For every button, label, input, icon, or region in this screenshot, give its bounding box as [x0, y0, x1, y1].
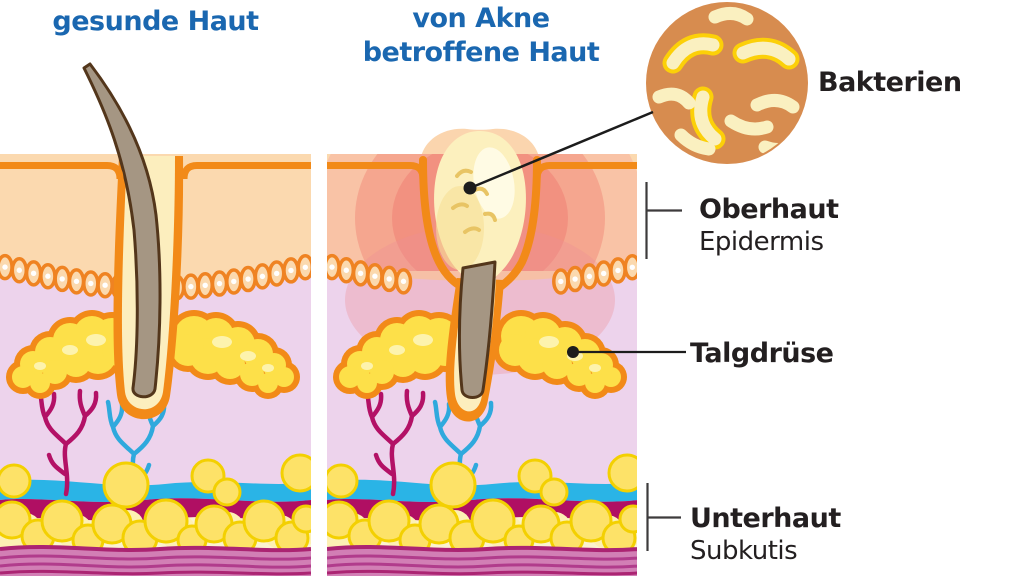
subcutis-bracket [646, 483, 681, 551]
label-bacteria: Bakterien [818, 67, 962, 98]
label-subcutis-de: Unterhaut [690, 503, 841, 534]
label-epidermis-lat: Epidermis [699, 227, 824, 257]
healthy-skin-panel [0, 62, 311, 576]
follicle-wall [495, 156, 541, 292]
epidermis-bracket [645, 182, 682, 259]
follicle-wall [419, 156, 467, 292]
hair-follicle [82, 62, 184, 420]
label-epidermis-de: Oberhaut [699, 194, 839, 225]
bacteria-in-plug [451, 168, 497, 234]
sebaceous-leader-line [567, 346, 686, 358]
label-sebaceous-gland: Talgdrüse [690, 338, 834, 369]
skin-surface-line [180, 162, 311, 180]
skin-surface-line [327, 162, 427, 180]
acne-skin-panel [327, 128, 637, 576]
label-epidermis: Oberhaut Epidermis [699, 193, 839, 259]
title-acne-line2: betroffene Haut [362, 37, 600, 68]
label-subcutis: Unterhaut Subkutis [690, 502, 841, 568]
title-acne-skin: von Akne betroffene Haut [355, 2, 607, 70]
title-acne-line1: von Akne [412, 3, 550, 34]
bacteria-leader-line [463, 110, 654, 195]
bacteria-magnifier [646, 2, 808, 164]
skin-surface-line [0, 162, 124, 180]
title-healthy-text: gesunde Haut [52, 6, 259, 37]
skin-surface-line [533, 162, 637, 180]
comedo-plug [434, 131, 526, 283]
label-subcutis-lat: Subkutis [690, 536, 798, 566]
bacteria-icon [652, 7, 802, 157]
hair [457, 260, 497, 399]
hair [82, 62, 162, 399]
title-healthy-skin: gesunde Haut [0, 5, 311, 39]
hair-follicle [445, 260, 504, 422]
